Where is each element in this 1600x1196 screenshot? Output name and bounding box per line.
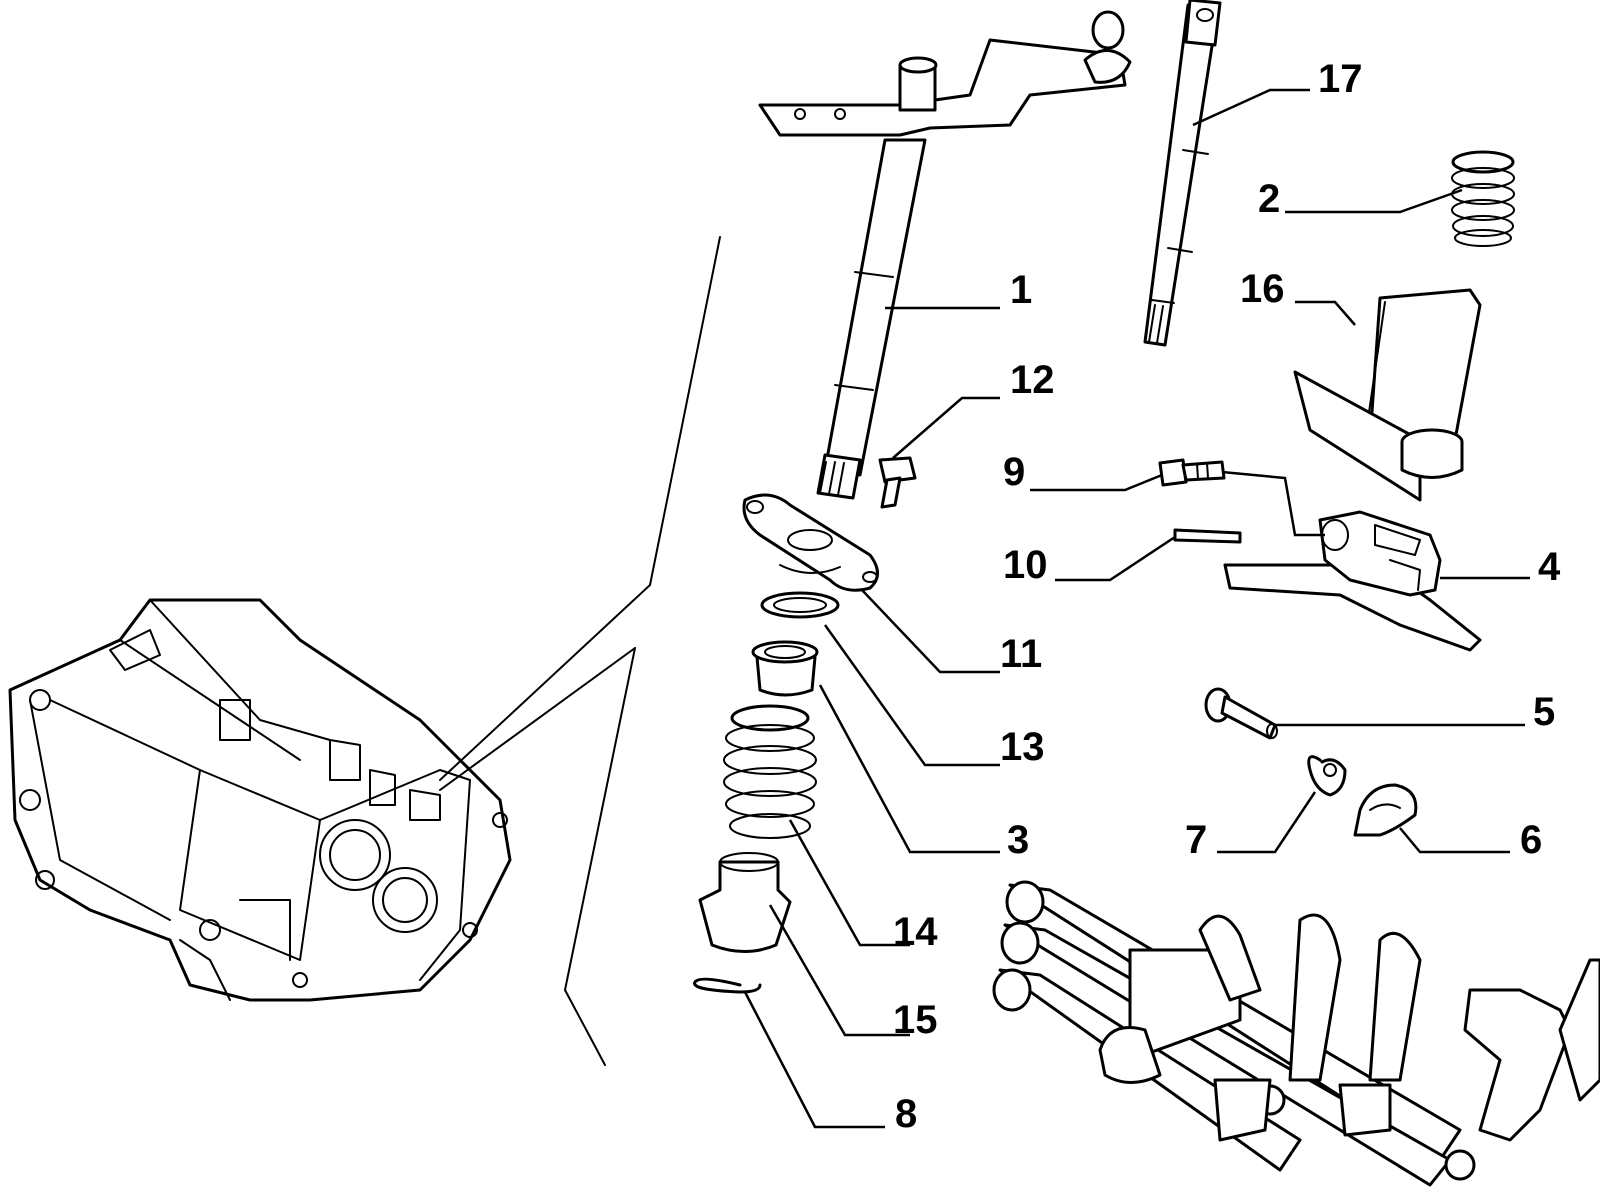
callout-5: 5 xyxy=(1533,690,1555,734)
part-14-spring xyxy=(723,704,817,839)
part-6-cam xyxy=(1353,783,1418,837)
callout-2: 2 xyxy=(1258,177,1280,221)
callout-11: 11 xyxy=(1000,632,1042,676)
callout-16: 16 xyxy=(1240,267,1285,311)
part-12-bolt xyxy=(878,456,917,509)
part-11-flange xyxy=(742,493,879,592)
part-5-pin xyxy=(1204,687,1278,740)
callout-10: 10 xyxy=(1003,543,1048,587)
part-2-spring xyxy=(1451,150,1515,247)
gearbox-housing-overview xyxy=(8,598,512,1002)
part-15-sleeve xyxy=(698,852,792,953)
callout-15: 15 xyxy=(893,998,938,1042)
part-13-washer xyxy=(760,591,840,619)
part-17-shaft xyxy=(1143,0,1222,347)
shift-rails-and-forks xyxy=(992,880,1600,1187)
callout-17: 17 xyxy=(1318,57,1363,101)
part-4-selector-block xyxy=(1223,510,1482,652)
part-9-bolt xyxy=(1158,458,1226,487)
callout-6: 6 xyxy=(1520,818,1542,862)
callout-labels: 1 2 3 4 5 6 7 8 9 10 11 12 13 14 15 16 1… xyxy=(893,57,1561,1136)
callout-13: 13 xyxy=(1000,725,1045,769)
callout-12: 12 xyxy=(1010,358,1055,402)
callout-4: 4 xyxy=(1538,545,1561,589)
part-8-clip xyxy=(693,977,762,994)
part-16-guide-plate xyxy=(1293,288,1482,502)
callout-1: 1 xyxy=(1010,268,1032,312)
callout-7: 7 xyxy=(1185,818,1207,862)
zoom-lines xyxy=(439,236,721,1066)
part-1-selector-shaft xyxy=(758,10,1132,500)
leader-lines xyxy=(743,88,1530,1129)
part-3-bushing xyxy=(751,640,819,697)
callout-9: 9 xyxy=(1003,450,1025,494)
callout-8: 8 xyxy=(895,1092,917,1136)
callout-14: 14 xyxy=(893,910,938,954)
part-7-clip xyxy=(1307,755,1347,797)
callout-3: 3 xyxy=(1007,818,1029,862)
part-10-pin xyxy=(1173,528,1242,544)
